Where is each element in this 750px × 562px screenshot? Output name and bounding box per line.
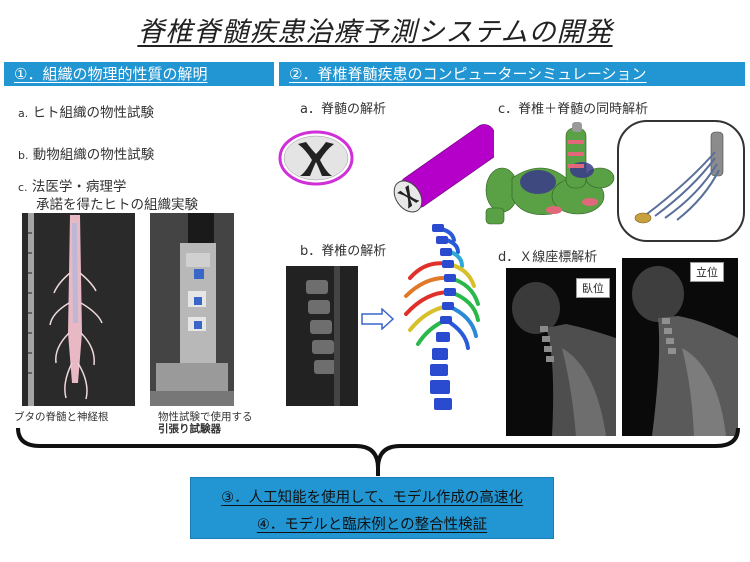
arrow-right-icon (360, 307, 395, 331)
item-human-tissue: a. ヒト組織の物性試験 (18, 101, 154, 121)
xray-standing-image (622, 258, 738, 436)
zoom-bubble-nerve-root (617, 120, 745, 242)
item-c-text: 法医学・病理学 (31, 179, 127, 195)
section1-header: ①．組織の物理的性質の解明 (4, 62, 274, 86)
xray-label-supine: 臥位 (576, 278, 610, 298)
xray-label-standing: 立位 (690, 262, 724, 282)
section2-header-text: ②．脊椎脊髄疾患のコンピューターシミュレーション (289, 65, 647, 83)
item-c-marker: c. (18, 181, 28, 194)
page-title: 脊椎脊髄疾患治療予測システムの開発 (137, 17, 613, 48)
item-forensic: c. 法医学・病理学 (18, 175, 126, 195)
subsection-spinal-cord-analysis: a．脊髄の解析 (300, 102, 386, 117)
section1-header-text: ①．組織の物理的性質の解明 (14, 65, 208, 83)
item-a-marker: a. (18, 107, 29, 120)
subsection-combined-analysis: c．脊椎＋脊髄の同時解析 (498, 102, 649, 117)
combined-spine-cord-model (482, 118, 622, 240)
caption-pig-spinal-cord: ブタの脊髄と神経根 (14, 411, 109, 423)
subsection-xray-analysis: d．Ｘ線座標解析 (498, 250, 598, 265)
item-c-line2: 承諾を得たヒトの組織実験 (36, 197, 198, 213)
spine-mri-image (286, 266, 358, 406)
spine-fem-model (396, 220, 496, 415)
item-b-marker: b. (18, 149, 29, 162)
caption-tensile-tester-line1: 物性試験で使用する (158, 411, 253, 423)
future-work-line2: ④．モデルと臨床例との整合性検証 (191, 513, 553, 534)
future-work-line1-text: ③．人工知能を使用して、モデル作成の高速化 (221, 490, 523, 506)
spinal-cord-mesh-figure (276, 120, 503, 220)
item-b-text: 動物組織の物性試験 (32, 147, 155, 163)
future-work-line1: ③．人工知能を使用して、モデル作成の高速化 (191, 486, 553, 507)
item-animal-tissue: b. 動物組織の物性試験 (18, 143, 154, 163)
item-a-text: ヒト組織の物性試験 (32, 105, 155, 121)
xray-supine-image (506, 268, 616, 436)
caption-tensile-tester-line2: 引張り試験器 (158, 423, 221, 435)
pig-spinal-cord-photo (22, 213, 135, 406)
future-work-line2-text: ④．モデルと臨床例との整合性検証 (256, 517, 488, 533)
tensile-tester-photo (150, 213, 234, 406)
section2-header: ②．脊椎脊髄疾患のコンピューターシミュレーション (279, 62, 745, 86)
subsection-spine-analysis: b．脊椎の解析 (300, 244, 387, 259)
brace-connector (0, 427, 750, 480)
future-work-box: ③．人工知能を使用して、モデル作成の高速化 ④．モデルと臨床例との整合性検証 (190, 477, 554, 539)
